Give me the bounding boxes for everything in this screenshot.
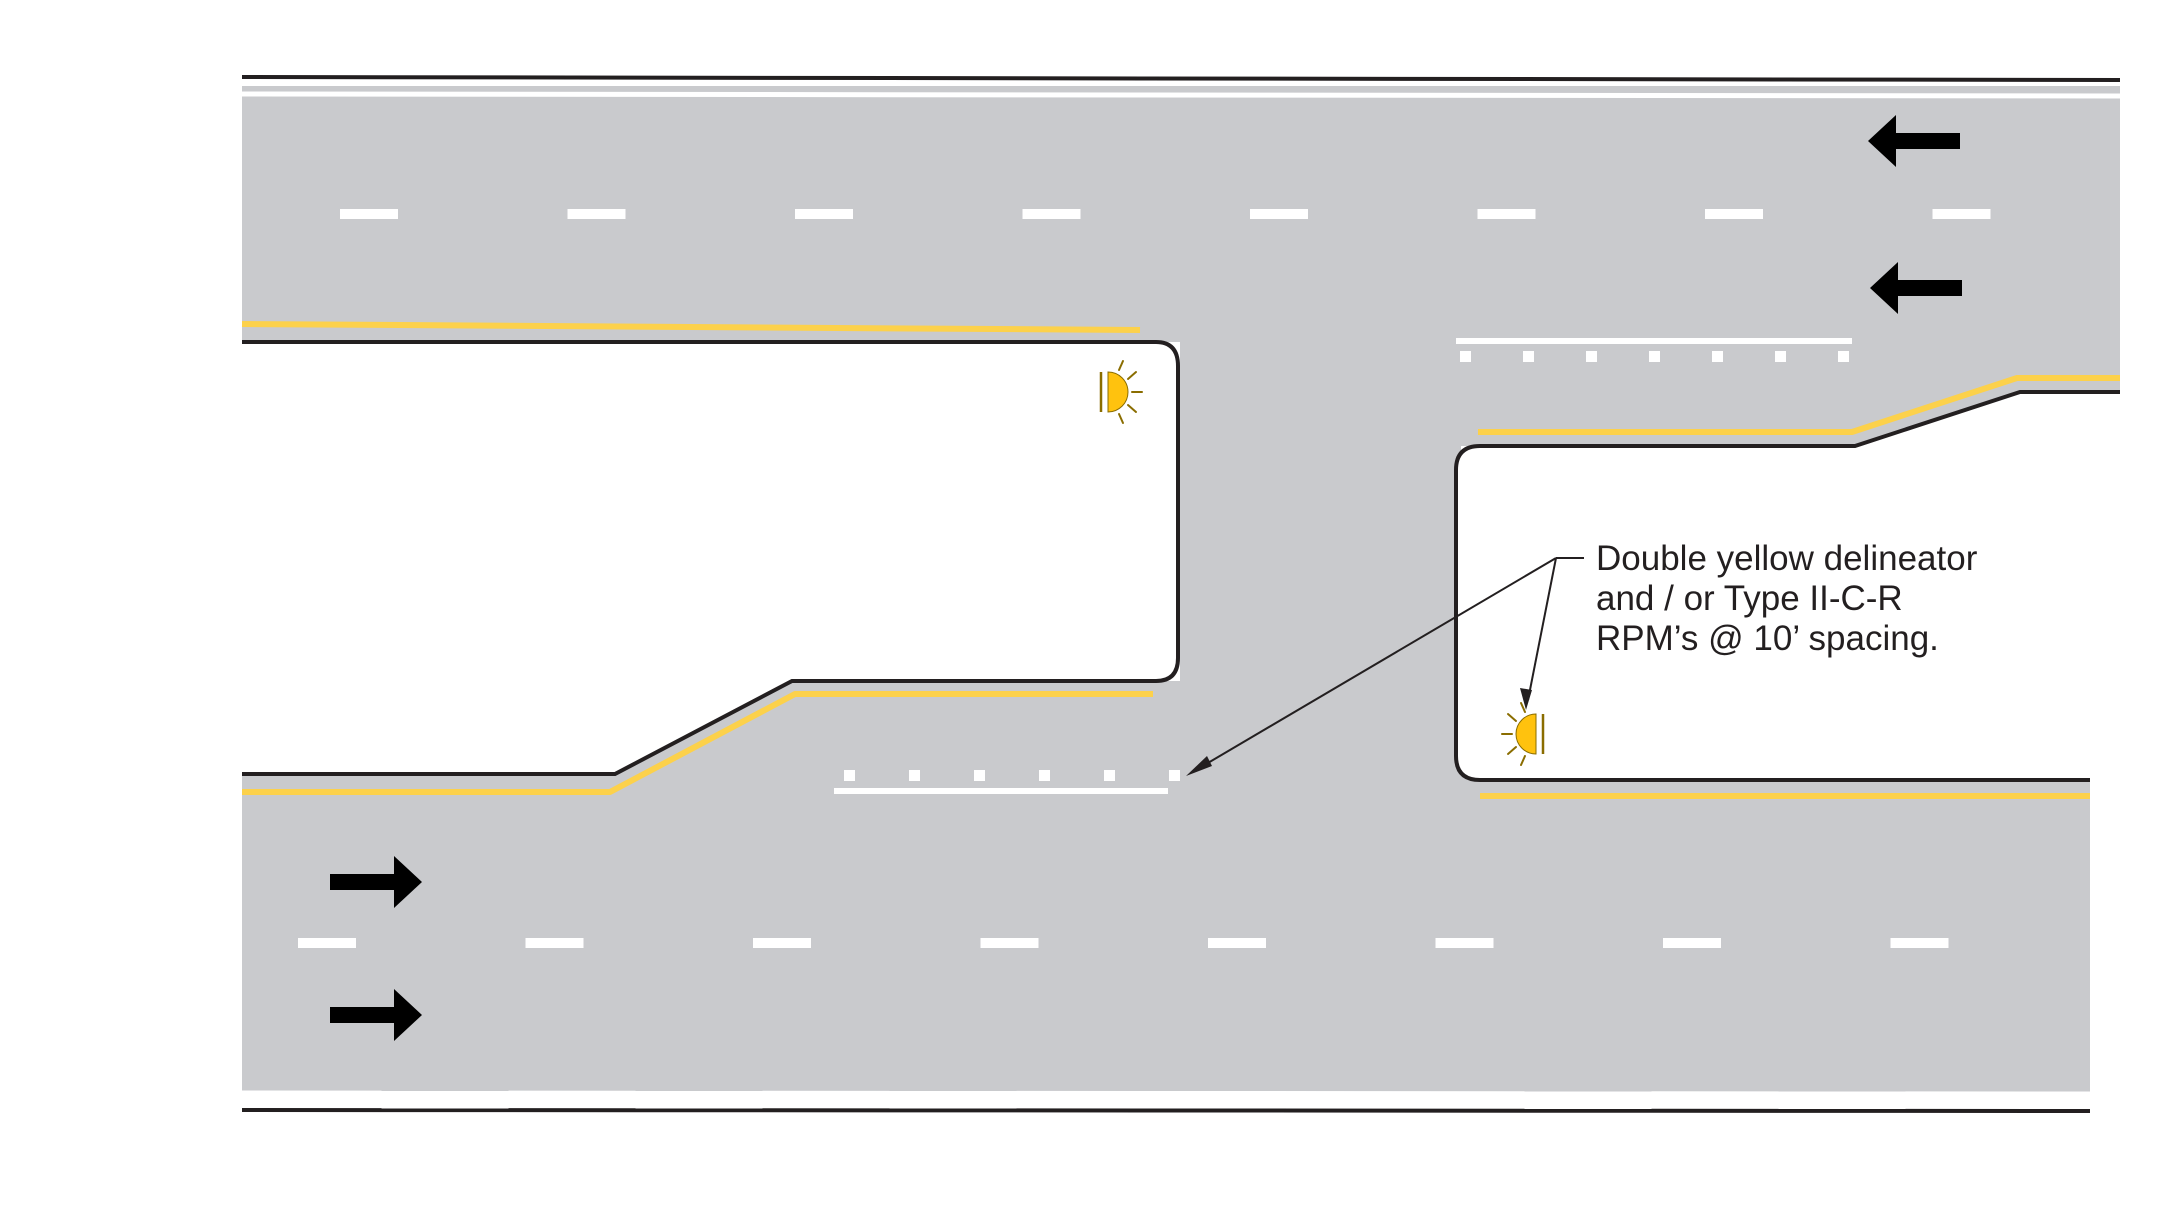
arrow-icon [330,989,422,1041]
upper-left-yellow-line [241,321,1141,333]
upper-lane-line [340,209,1991,219]
marking-dot [1460,351,1471,362]
white-edge-lines [241,91,2121,1097]
yellow-lines [241,321,2120,799]
lane-dash [567,209,626,219]
lane-dash [1477,209,1536,219]
lane-dash [298,938,356,948]
marking-dot [1775,351,1786,362]
marking-dot [1649,351,1660,362]
stop-bars [834,338,1852,794]
arrow-icon [1870,262,1962,314]
left-taper-yellow-line [242,691,1153,795]
right-median-island [1456,392,2120,780]
upper-stop-bar [1456,338,1852,344]
delineator-icon [1501,702,1545,766]
callout-line-2: and / or Type II-C-R [1596,579,1903,618]
right-island-edge [1454,390,2120,782]
marking-dot [1039,770,1050,781]
lane-dash [1705,209,1763,219]
median-islands [242,342,2120,780]
pavement [242,86,2120,1092]
marking-dot [1169,770,1180,781]
lane-dash [1208,938,1266,948]
callout-leader-lines [1195,557,1584,771]
callout-line-1: Double yellow delineator [1596,539,1978,578]
callout-arrowheads [1186,688,1532,776]
lane-dash [795,209,853,219]
delineator-icon [1099,360,1143,424]
left-median-island [242,342,1180,774]
lane-lines [298,209,1991,948]
lane-dash [1022,209,1081,219]
lane-dash [1663,938,1721,948]
edge-lines [241,75,2121,1113]
upper-roadway [242,86,2120,342]
lane-dash [980,938,1039,948]
arrowhead-to-delineator [1520,688,1532,710]
lower-dotted-extension [844,770,1180,781]
callout-leader-to-delineator [1527,557,1557,701]
bottom-edge-line [241,1108,2091,1113]
marking-dot [909,770,920,781]
lane-dash [1250,209,1308,219]
marking-dot [844,770,855,781]
callout: Double yellow delineator and / or Type I… [1186,539,1987,776]
left-taper-pavement [615,681,1180,780]
lower-roadway [242,774,2090,1092]
marking-dot [1523,351,1534,362]
callout-label: Double yellow delineator and / or Type I… [1596,539,1987,658]
marking-dot [974,770,985,781]
median-crossover [1180,342,1461,780]
right-taper-yellow-line [1478,375,2120,435]
lower-lane-line [298,938,1949,948]
marking-dot [1838,351,1849,362]
left-island-edge [242,340,1180,776]
lane-dash [753,938,811,948]
arrow-icon [330,856,422,908]
callout-line-3: RPM’s @ 10’ spacing. [1596,619,1939,658]
top-edge-line [241,75,2121,82]
traffic-arrows [330,115,1962,1041]
lane-dash [1890,938,1949,948]
arrowhead-to-stop-bar [1186,756,1212,776]
upper-dotted-extension [1460,351,1849,362]
lane-dash [1435,938,1494,948]
lane-dash [525,938,584,948]
right-taper-pavement [1461,342,2120,446]
marking-dot [1104,770,1115,781]
marking-dot [1712,351,1723,362]
bottom-white-edge [241,1090,2091,1097]
lane-dash [1932,209,1991,219]
top-white-edge [241,91,2121,99]
callout-leader-to-stop-bar [1195,557,1557,771]
lane-dash [340,209,398,219]
lower-stop-bar [834,788,1168,794]
arrow-icon [1868,115,1960,167]
marking-dot [1586,351,1597,362]
